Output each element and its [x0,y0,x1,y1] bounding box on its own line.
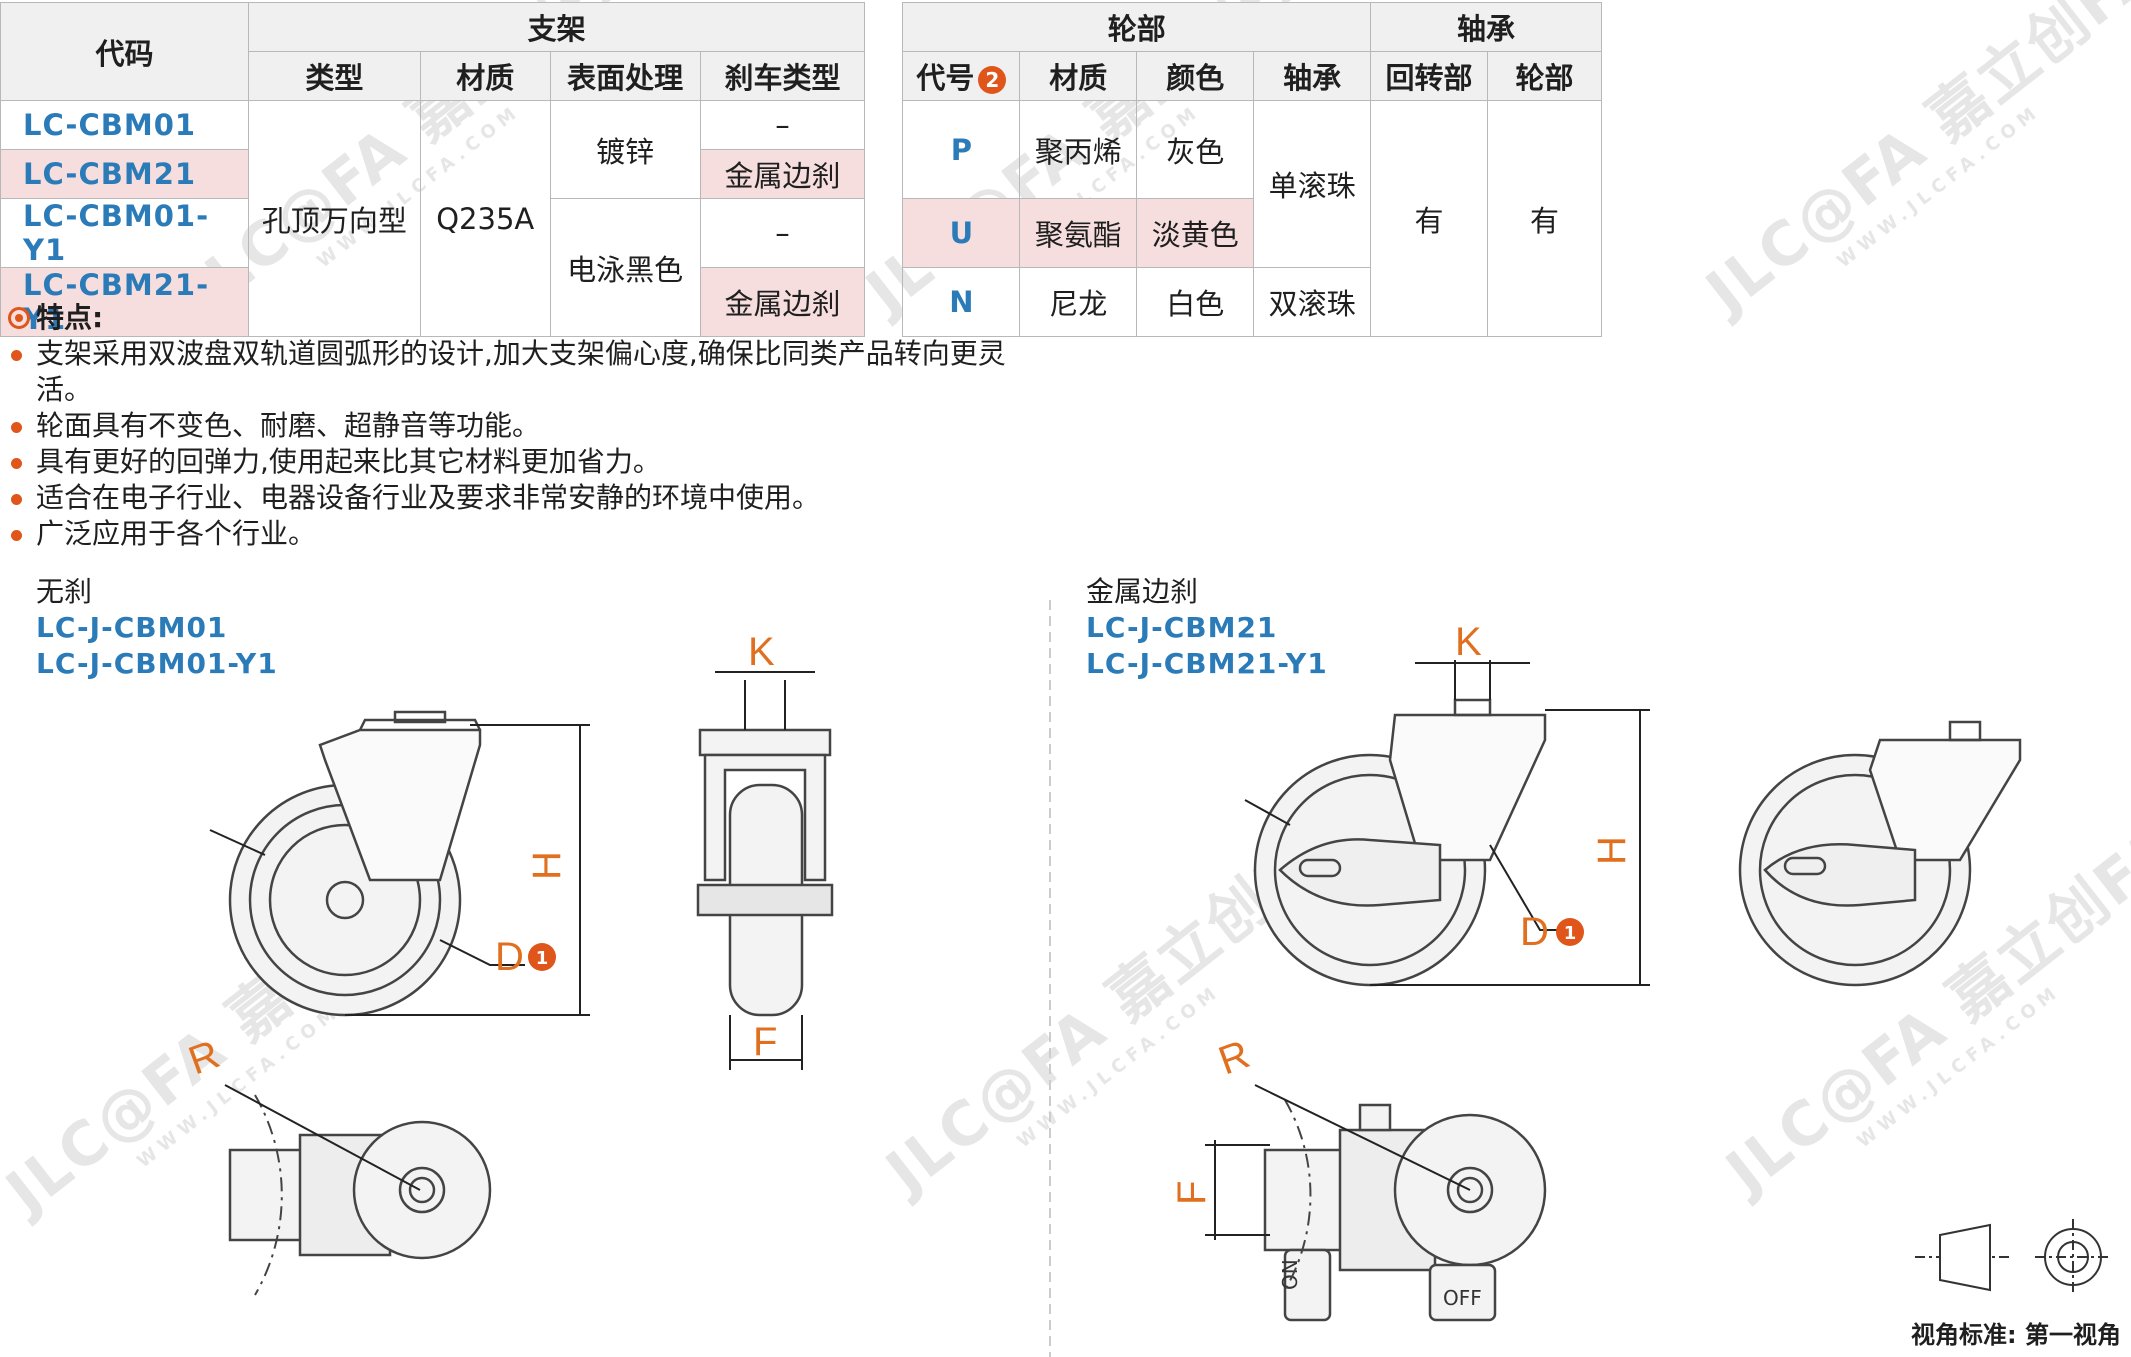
wheel-color-cell: 淡黄色 [1136,198,1255,268]
dim-h-label: H [1590,836,1634,865]
projection-symbol-icon [1915,1219,2111,1295]
header-bracket: 支架 [247,2,866,52]
axle-cell: 双滚珠 [1253,267,1372,337]
brake-cell: 金属边刹 [699,149,866,199]
caster-front-view [696,728,834,1017]
left-title: 无刹 [36,575,93,608]
header-material: 材质 [419,51,551,101]
left-model: LC-J-CBM01-Y1 [36,647,278,680]
dim-h-label: H [525,851,569,880]
wheel-color-cell: 白色 [1136,267,1255,337]
surface-cell: 镀锌 [549,100,701,199]
brake-cell: – [699,198,866,268]
feature-item: 支架采用双波盘双轨道圆弧形的设计,加大支架偏心度,确保比同类产品转向更灵活。 [8,336,1016,408]
left-model: LC-J-CBM01 [36,611,228,644]
caster-side-view [209,710,525,1017]
header-wheel: 轮部 [902,2,1372,52]
dimension-f-left [729,1015,803,1070]
wheel-material-cell: 聚丙烯 [1019,100,1138,199]
right-title: 金属边刹 [1086,575,1199,608]
right-model: LC-J-CBM21-Y1 [1086,647,1328,680]
feature-item: 轮面具有不变色、耐磨、超静音等功能。 [8,408,1016,444]
dimension-k-right [1415,660,1530,700]
header-surface: 表面处理 [549,51,701,101]
target-icon [8,307,30,329]
on-label: ON [1278,1259,1302,1290]
dimension-h-left [345,724,590,1016]
brake-caster-angled-view [1738,720,2022,987]
caster-top-view [228,1120,492,1260]
dim-d-label: D [495,935,524,979]
code-cell: LC-CBM01 [0,100,249,150]
header-bearing: 轴承 [1370,2,1602,52]
wheel-color-cell: 灰色 [1136,100,1255,199]
radius-leader [224,1084,421,1191]
dimension-f-right [1205,1140,1270,1240]
header-wheel-material: 材质 [1019,51,1138,101]
badge-text: 1 [1564,923,1577,944]
feature-item: 广泛应用于各个行业。 [8,516,1016,552]
brake-caster-top-view [1263,1103,1547,1322]
off-label: OFF [1443,1286,1482,1310]
dim-r-label: R [1213,1032,1255,1083]
surface-cell: 电泳黑色 [549,198,701,337]
dim-d-label: D [1520,910,1549,954]
dim-k-label: K [748,630,775,674]
header-code: 代码 [0,2,249,101]
note-badge: 2 [978,66,1007,94]
right-drawing-label: 金属边刹 LC-J-CBM21 LC-J-CBM21-Y1 [1086,574,1328,682]
dimension-k-left [715,671,815,730]
header-axle: 轴承 [1253,51,1372,101]
note-badge [1556,918,1584,946]
left-drawing-label: 无刹 LC-J-CBM01 LC-J-CBM01-Y1 [36,574,278,682]
swivel-radius-arc [1284,1099,1312,1291]
features-section: 特点: 支架采用双波盘双轨道圆弧形的设计,加大支架偏心度,确保比同类产品转向更灵… [8,300,1016,552]
header-brake: 刹车类型 [699,51,866,101]
material-cell: Q235A [419,100,551,337]
dim-k-label: K [1455,620,1482,664]
code-cell: LC-CBM21-Y1 [0,267,249,337]
radius-leader [1254,1084,1471,1191]
brake-cell: – [699,100,866,150]
header-wheelpart: 轮部 [1486,51,1603,101]
feature-item: 适合在电子行业、电器设备行业及要求非常安静的环境中使用。 [8,480,1016,516]
header-color: 颜色 [1136,51,1255,101]
wheel-material-cell: 聚氨酯 [1019,198,1138,268]
view-standard-note: 视角标准: 第一视角 [1911,1321,2121,1349]
badge-text: 1 [536,948,549,969]
wheel-code-cell: U [902,198,1021,268]
wheel-material-cell: 尼龙 [1019,267,1138,337]
brake-cell: 金属边刹 [699,267,866,337]
features-title: 特点: [8,300,1016,336]
axle-cell: 单滚珠 [1253,100,1372,268]
right-model: LC-J-CBM21 [1086,611,1278,644]
header-type: 类型 [247,51,421,101]
dimension-h-right [1370,709,1650,986]
dim-f-label: F [1170,1181,1214,1205]
wheel-code-cell: P [902,100,1021,199]
code-cell: LC-CBM21 [0,149,249,199]
feature-item: 具有更好的回弹力,使用起来比其它材料更加省力。 [8,444,1016,480]
features-list: 支架采用双波盘双轨道圆弧形的设计,加大支架偏心度,确保比同类产品转向更灵活。 轮… [8,336,1016,552]
code-cell: LC-CBM01-Y1 [0,198,249,268]
type-cell: 孔顶万向型 [247,100,421,337]
header-swivel: 回转部 [1370,51,1488,101]
dim-r-label: R [183,1032,225,1083]
note-badge [528,943,556,971]
wheelpart-cell: 有 [1486,100,1603,337]
wheel-code-cell: N [902,267,1021,337]
swivel-radius-arc [254,1094,283,1296]
dim-f-label: F [753,1020,777,1064]
